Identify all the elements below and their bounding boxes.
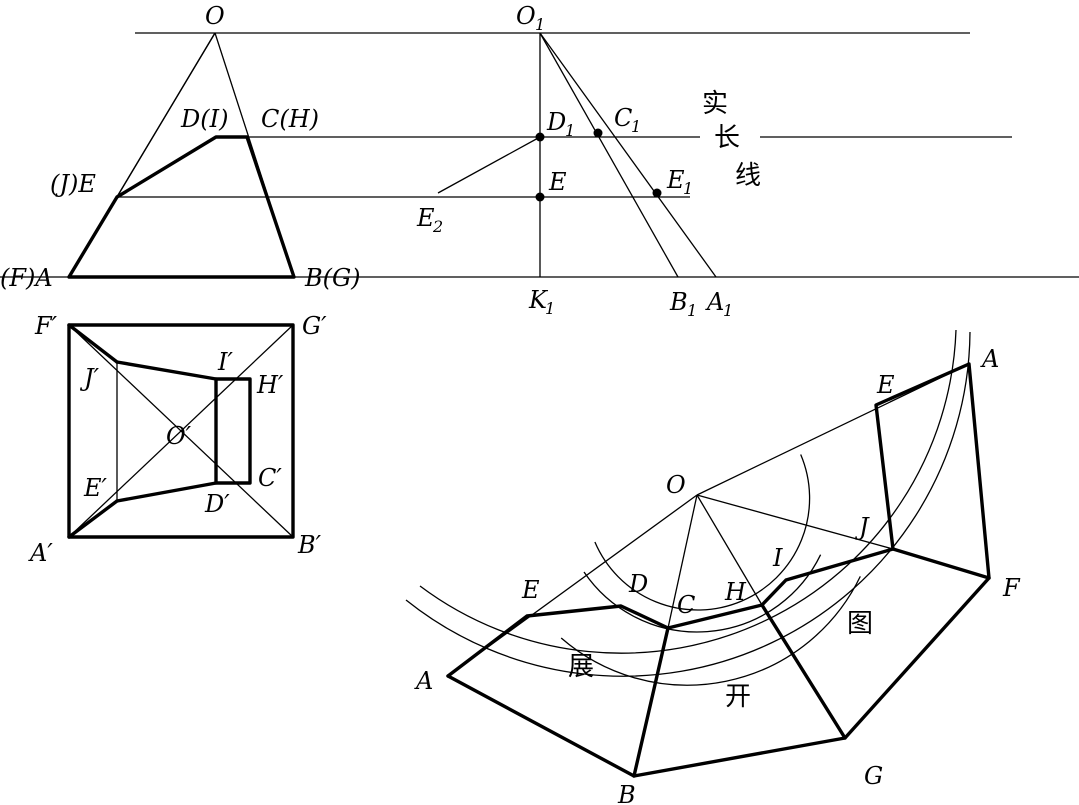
label-e-prime: E′ bbox=[83, 474, 108, 502]
true-length-char-2: 长 bbox=[714, 123, 740, 153]
arc-outer-2 bbox=[405, 331, 971, 677]
plan-edge-ae bbox=[67, 499, 119, 539]
label-o1: O bbox=[516, 2, 536, 30]
arc-development bbox=[560, 576, 861, 686]
dev-label-f: F bbox=[1002, 574, 1021, 602]
point-c1 bbox=[593, 128, 603, 138]
dev-label-o: O bbox=[666, 471, 686, 499]
label-k1: K bbox=[528, 286, 549, 314]
label-e1: E bbox=[666, 166, 685, 194]
ray-oj bbox=[696, 494, 894, 550]
arc-inner-2 bbox=[594, 454, 811, 611]
development-edge-gf bbox=[843, 576, 991, 740]
label-i-prime: I′ bbox=[217, 348, 233, 376]
point-d1 bbox=[535, 132, 545, 142]
label-d-i: D(I) bbox=[180, 105, 228, 133]
line-o1-a1 bbox=[539, 32, 717, 278]
plan-edge-fj bbox=[67, 323, 119, 364]
development-view bbox=[405, 329, 991, 778]
plan-outer-square bbox=[67, 323, 295, 539]
label-j-prime: J′ bbox=[79, 364, 100, 392]
label-o-prime: O′ bbox=[166, 422, 192, 450]
label-o: O bbox=[205, 2, 225, 30]
label-d1-sub: 1 bbox=[565, 121, 575, 140]
dev-label-a-left: A bbox=[414, 667, 433, 695]
dev-label-i: I bbox=[772, 544, 783, 572]
point-e bbox=[535, 192, 545, 202]
development-upper-edges bbox=[446, 362, 991, 678]
label-c1-sub: 1 bbox=[631, 117, 641, 136]
true-length-char-1: 实 bbox=[702, 89, 728, 119]
dev-label-d: D bbox=[628, 570, 648, 598]
label-o1-sub: 1 bbox=[535, 15, 545, 34]
line-d1-e2 bbox=[437, 136, 541, 194]
label-f-prime: F′ bbox=[34, 312, 58, 340]
label-f-a: (F)A bbox=[0, 264, 53, 292]
plan-inner-rect bbox=[214, 377, 252, 485]
dev-label-c: C bbox=[677, 591, 695, 619]
label-c1: C bbox=[614, 104, 632, 132]
dev-label-b: B bbox=[617, 781, 636, 805]
line-o1-b1 bbox=[539, 32, 679, 278]
label-b-prime: B′ bbox=[297, 531, 322, 559]
label-a-prime: A′ bbox=[28, 539, 53, 567]
plan-edge-ji bbox=[115, 360, 218, 381]
apex-line-e bbox=[116, 32, 216, 198]
ray-oh bbox=[696, 494, 763, 606]
plan-diagonal-2 bbox=[68, 324, 294, 538]
front-view bbox=[0, 32, 1079, 279]
point-e1 bbox=[652, 188, 662, 198]
true-length-construction bbox=[437, 32, 717, 278]
label-e2: E bbox=[416, 204, 435, 232]
label-b-g: B(G) bbox=[304, 264, 361, 292]
dev-label-a-top: A bbox=[980, 345, 999, 373]
label-d-prime: D′ bbox=[204, 490, 230, 518]
ray-oc bbox=[667, 494, 698, 629]
development-char-3: 图 bbox=[847, 609, 873, 639]
development-char-2: 开 bbox=[725, 682, 751, 712]
label-g-prime: G′ bbox=[302, 312, 327, 340]
label-d1: D bbox=[546, 108, 566, 136]
dev-label-j: J bbox=[854, 513, 870, 541]
label-c-prime: C′ bbox=[258, 464, 282, 492]
label-k1-sub: 1 bbox=[545, 299, 555, 318]
development-char-1: 展 bbox=[568, 652, 594, 682]
label-a1: A bbox=[705, 288, 724, 316]
label-j-e: (J)E bbox=[50, 170, 96, 198]
label-b1: B bbox=[669, 288, 688, 316]
label-e1-sub: 1 bbox=[683, 179, 693, 198]
plan-view bbox=[67, 323, 295, 539]
true-length-char-3: 线 bbox=[735, 161, 761, 191]
plan-edge-ed bbox=[115, 481, 218, 503]
label-h-prime: H′ bbox=[256, 371, 284, 399]
arc-outer-1 bbox=[419, 329, 957, 654]
dev-label-e-top: E bbox=[876, 371, 895, 399]
label-b1-sub: 1 bbox=[687, 301, 697, 320]
label-e2-sub: 2 bbox=[432, 217, 443, 236]
label-c-h: C(H) bbox=[261, 105, 319, 133]
dev-label-g: G bbox=[864, 762, 883, 790]
label-a1-sub: 1 bbox=[723, 301, 733, 320]
dev-label-h: H bbox=[724, 578, 747, 606]
label-e-mid: E bbox=[548, 168, 567, 196]
front-outline bbox=[67, 135, 296, 279]
arc-inner bbox=[583, 554, 822, 633]
dev-label-e-left: E bbox=[521, 576, 540, 604]
